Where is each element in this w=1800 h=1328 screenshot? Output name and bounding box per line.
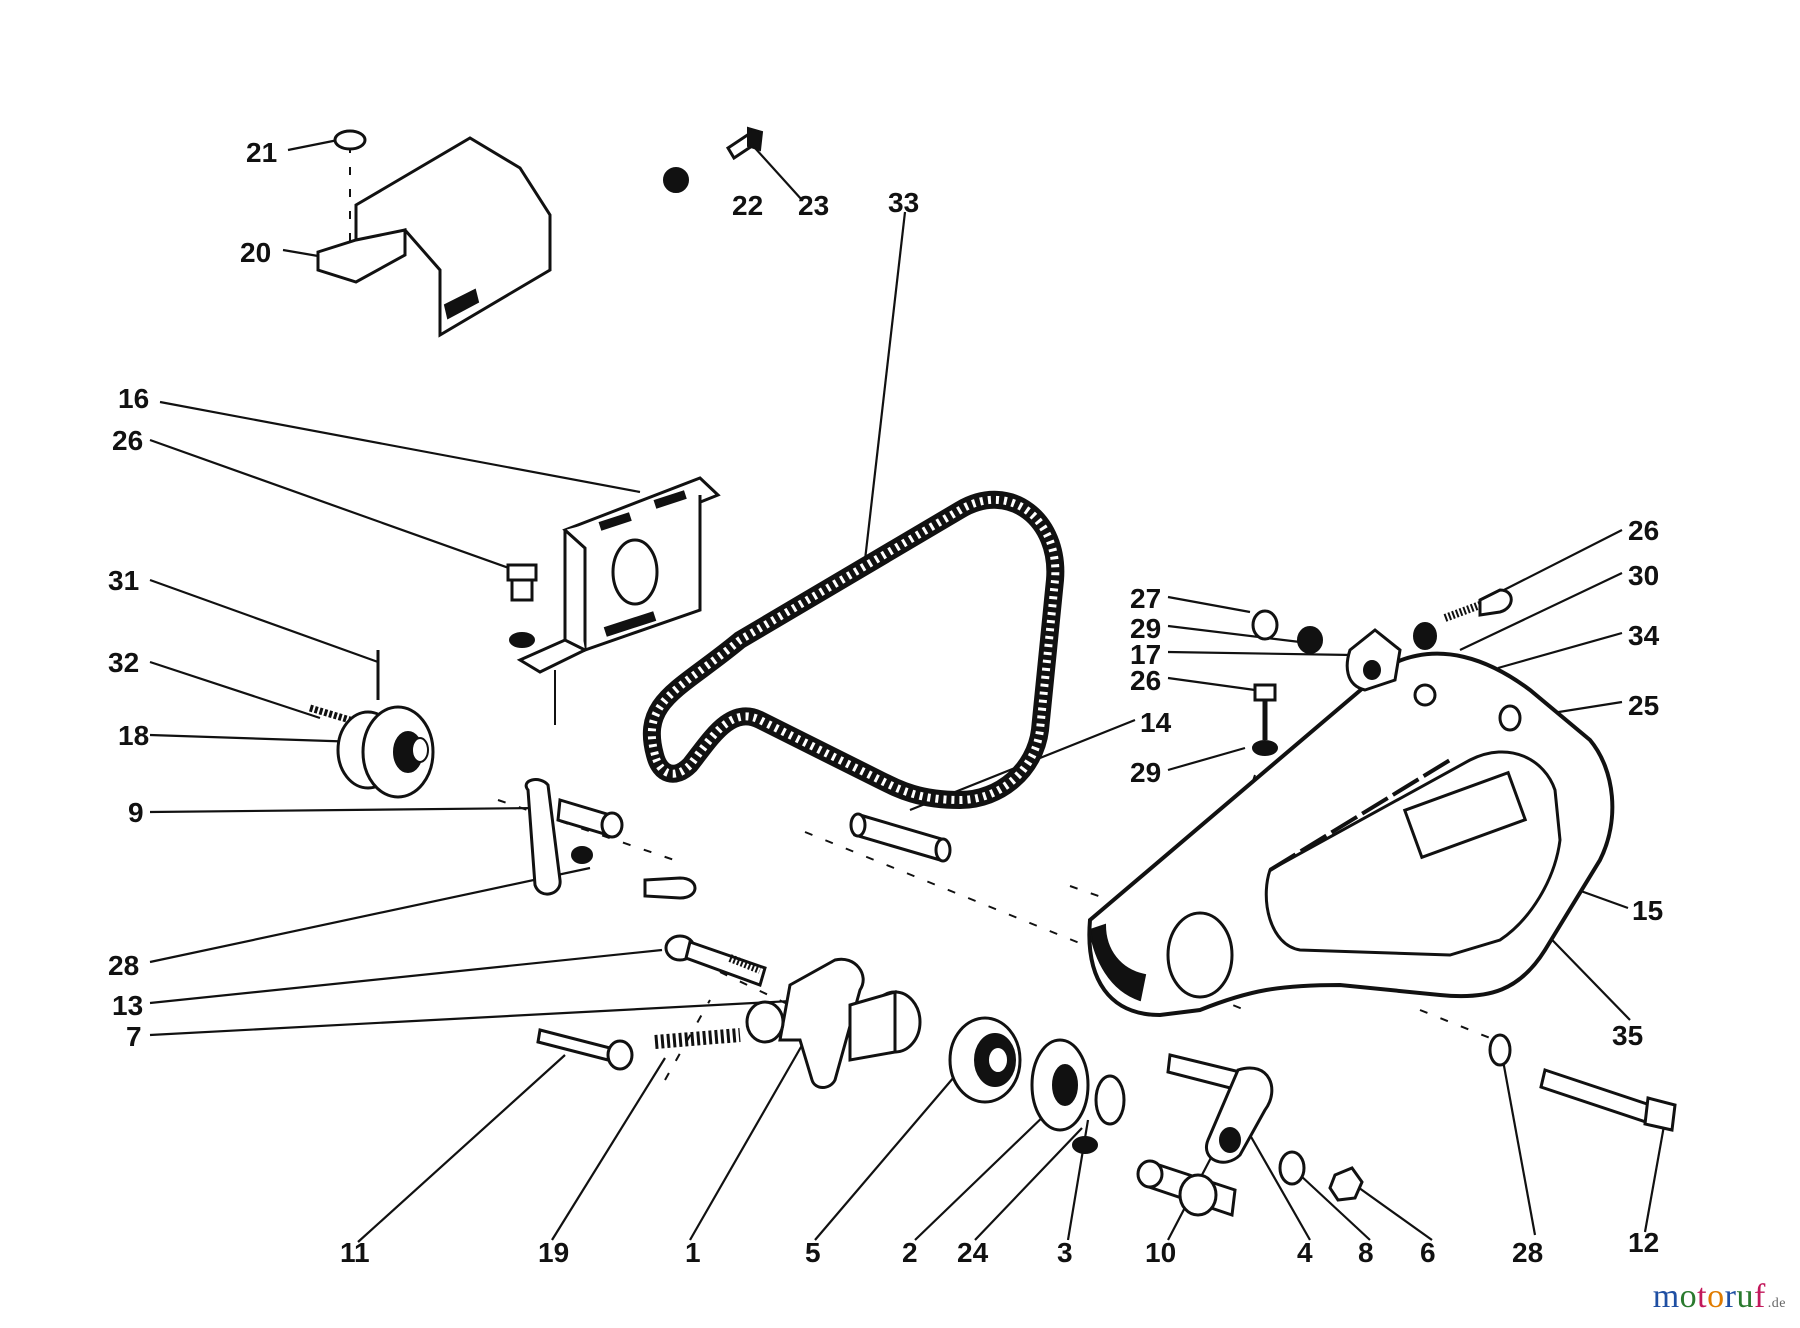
site-watermark: motoruf.de (1653, 1278, 1786, 1316)
callout-27: 27 (1130, 583, 1161, 614)
bolt-26-left (506, 563, 538, 648)
screw-23 (725, 126, 764, 161)
v-belt-33 (642, 490, 1065, 810)
callout-31: 31 (108, 565, 139, 596)
callout-23: 23 (798, 190, 829, 221)
callout-19: 19 (538, 1237, 569, 1268)
idler-pulley-2 (1030, 1038, 1090, 1132)
idler-bracket-1 (745, 957, 922, 1089)
callout-18: 18 (118, 720, 149, 751)
callout-3: 3 (1057, 1237, 1073, 1268)
watermark-suffix: .de (1767, 1296, 1786, 1311)
bolt-26-middle (1253, 683, 1277, 740)
callout-17: 17 (1130, 639, 1161, 670)
bolt-12 (1539, 1068, 1677, 1132)
callout-26-middle: 26 (1130, 665, 1161, 696)
bracket-17 (1345, 628, 1402, 692)
watermark-brand: motoruf (1652, 1278, 1766, 1315)
callout-8: 8 (1358, 1237, 1374, 1268)
callout-10: 10 (1145, 1237, 1176, 1268)
spring-7 (654, 1028, 741, 1049)
callout-24: 24 (957, 1237, 989, 1268)
callout-12: 12 (1628, 1227, 1659, 1258)
washer-3 (1072, 1136, 1098, 1154)
callout-26-left: 26 (112, 425, 143, 456)
washer-8 (1278, 1150, 1306, 1186)
idler-arm-9 (524, 778, 624, 896)
belt-cover-15 (1087, 651, 1615, 1018)
pin-11 (536, 1028, 634, 1071)
callout-29-upper: 29 (1130, 613, 1161, 644)
callout-32: 32 (108, 647, 139, 678)
callout-16: 16 (118, 383, 149, 414)
washer-29-lower (1252, 740, 1278, 756)
callout-4: 4 (1297, 1237, 1313, 1268)
callout-26-right: 26 (1628, 515, 1659, 546)
belt-guard-20 (316, 136, 552, 338)
callout-29-lower: 29 (1130, 757, 1161, 788)
callout-5: 5 (805, 1237, 821, 1268)
nut-6 (1328, 1166, 1364, 1202)
callout-35: 35 (1612, 1020, 1643, 1051)
callout-34: 34 (1628, 620, 1660, 651)
set-screw-32 (308, 704, 352, 724)
washer-29-upper (1297, 626, 1323, 654)
pulley-18 (336, 705, 435, 799)
parts (308, 126, 1677, 1218)
spacer-24 (1094, 1074, 1126, 1126)
bolt-13 (664, 934, 767, 987)
callout-28-left: 28 (108, 950, 139, 981)
mounting-bracket-16 (516, 476, 721, 725)
callout-1: 1 (685, 1237, 701, 1268)
bearing-5 (948, 1016, 1022, 1104)
callout-33: 33 (888, 187, 919, 218)
callout-14: 14 (1140, 707, 1172, 738)
callout-20: 20 (240, 237, 271, 268)
callout-11: 11 (340, 1237, 370, 1268)
callout-2: 2 (902, 1237, 918, 1268)
callout-28-right: 28 (1512, 1237, 1543, 1268)
tension-arm-4 (1166, 1053, 1274, 1164)
washer-21 (333, 129, 367, 151)
nut-22 (663, 167, 689, 193)
screw-26-right (1443, 588, 1513, 622)
callout-22: 22 (732, 190, 763, 221)
callout-7: 7 (126, 1021, 142, 1052)
shaft-14 (849, 812, 952, 863)
callout-9: 9 (128, 797, 144, 828)
callout-21: 21 (246, 137, 277, 168)
nut-27 (1251, 609, 1279, 641)
washer-28-right (1488, 1033, 1512, 1067)
screw-28-left (643, 876, 697, 900)
callout-15: 15 (1632, 895, 1663, 926)
callout-6: 6 (1420, 1237, 1436, 1268)
callout-25: 25 (1628, 690, 1659, 721)
stud-10 (1136, 1159, 1237, 1218)
callout-labels: 21 20 22 23 33 16 26 31 32 18 9 28 13 7 … (108, 137, 1663, 1268)
callout-30: 30 (1628, 560, 1659, 591)
callout-13: 13 (112, 990, 143, 1021)
washer-30 (1413, 622, 1437, 650)
